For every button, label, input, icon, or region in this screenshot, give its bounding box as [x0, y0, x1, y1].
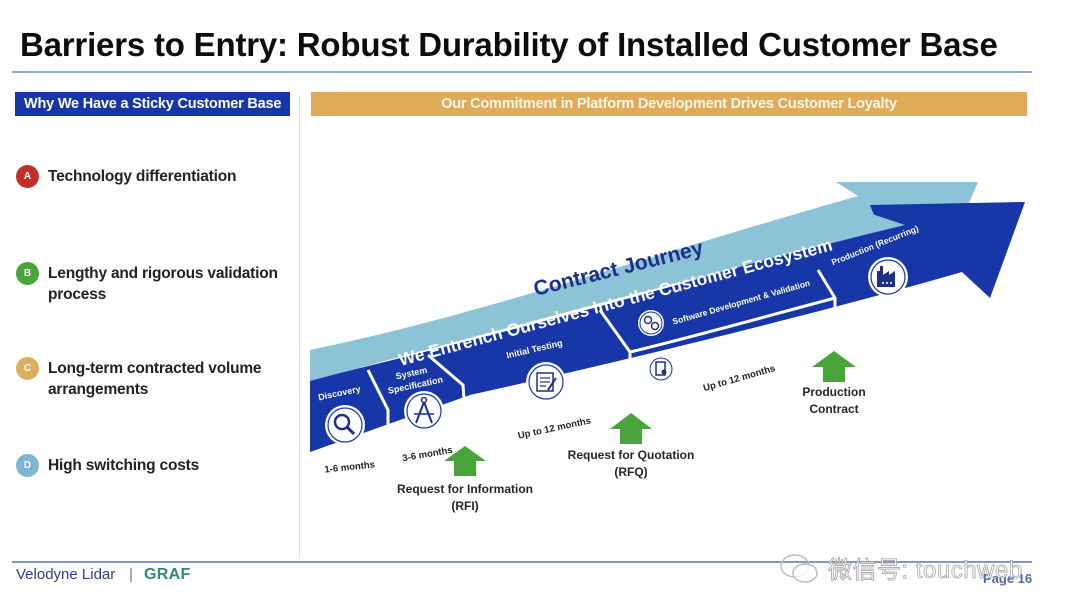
checklist-icon	[526, 362, 566, 402]
footer-divider	[12, 561, 1032, 563]
rfq-arrow-icon	[610, 413, 652, 444]
milestone-rfq-sub: (RFQ)	[614, 465, 647, 479]
stage-divider	[816, 269, 837, 345]
milestone-rfi-label: Request for Information	[397, 482, 533, 496]
reason-item-a: A Technology differentiation	[16, 165, 278, 188]
duration-discovery: 1-6 months	[324, 459, 376, 475]
graf-logo: GRAF	[144, 566, 191, 583]
page-number: Page 16	[983, 571, 1033, 586]
slide-title: Barriers to Entry: Robust Durability of …	[20, 26, 998, 63]
reason-item-d: D High switching costs	[16, 454, 278, 477]
reason-label: High switching costs	[48, 457, 200, 474]
left-panel-header: Why We Have a Sticky Customer Base	[15, 92, 290, 116]
magnifier-icon	[325, 405, 365, 445]
velodyne-logo: Velodyne Lidar	[16, 566, 116, 583]
duration-system-spec: 3-6 months	[402, 445, 454, 465]
column-divider	[299, 96, 300, 558]
gears-icon	[638, 310, 664, 336]
milestone-production-label: Production	[802, 385, 865, 399]
stage-divider	[427, 353, 468, 431]
badge-b-icon: B	[16, 262, 39, 285]
factory-icon	[868, 257, 908, 297]
milestone-rfq-label: Request for Quotation	[568, 448, 695, 462]
stage-divider	[366, 369, 390, 450]
contract-journey-diagram: Discovery System Specification Initial T…	[300, 170, 1040, 530]
reason-label: Lengthy and rigorous validation process	[48, 265, 278, 303]
reason-item-c: C Long-term contracted volume arrangemen…	[16, 357, 278, 400]
production-arrow-icon	[812, 351, 856, 382]
clipboard-check-icon	[648, 356, 674, 382]
duration-hardware: Up to 12 months	[702, 363, 777, 394]
badge-a-icon: A	[16, 165, 39, 188]
badge-c-icon: C	[16, 357, 39, 380]
right-panel-header: Our Commitment in Platform Development D…	[311, 92, 1027, 116]
ecosystem-band	[310, 210, 905, 381]
watermark-text: 微信号: touchweb	[828, 557, 1023, 585]
stage-divider	[629, 296, 836, 354]
rfi-arrow-icon	[444, 446, 486, 476]
duration-initial-testing: Up to 12 months	[517, 415, 592, 441]
footer-separator: |	[129, 566, 133, 583]
navy-journey-arrow	[310, 202, 1025, 452]
wechat-icon	[780, 554, 818, 583]
title-divider	[12, 71, 1032, 73]
milestone-rfi-sub: (RFI)	[451, 499, 478, 513]
reason-label: Long-term contracted volume arrangements	[48, 360, 262, 398]
compass-icon	[404, 391, 444, 431]
badge-d-icon: D	[16, 454, 39, 477]
reason-item-b: B Lengthy and rigorous validation proces…	[16, 262, 278, 305]
milestone-production-sub: Contract	[809, 402, 858, 416]
reason-label: Technology differentiation	[48, 168, 237, 185]
